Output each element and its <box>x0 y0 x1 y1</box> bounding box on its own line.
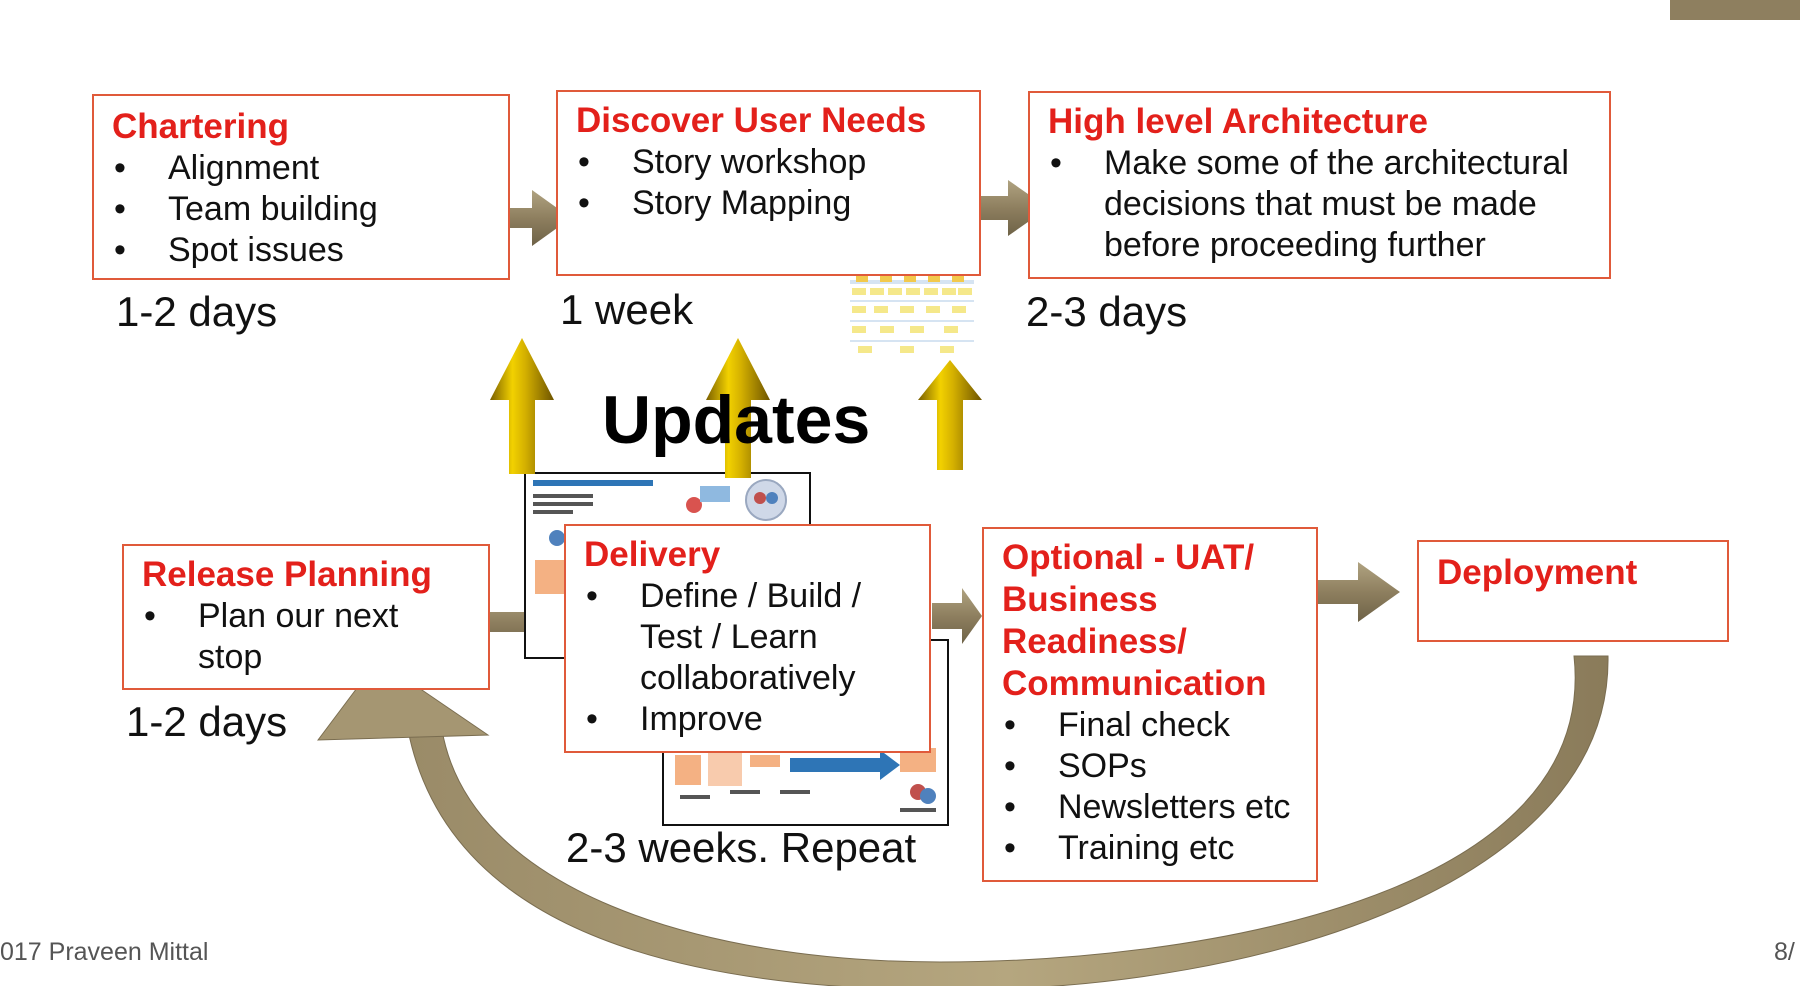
list-item: Define / Build / Test / Learn collaborat… <box>584 576 913 699</box>
up-arrow-icon <box>918 360 982 470</box>
chartering-box: Chartering Alignment Team building Spot … <box>92 94 510 280</box>
list-item: Final check <box>1002 705 1302 746</box>
list-item: Story Mapping <box>576 183 979 224</box>
copyright-footer: 017 Praveen Mittal <box>0 938 209 966</box>
chartering-duration: 1-2 days <box>116 288 278 335</box>
release-planning-duration: 1-2 days <box>126 698 288 745</box>
corner-bar <box>1670 0 1800 20</box>
release-planning-list: Plan our next stop <box>142 596 472 678</box>
list-item: Improve <box>584 699 913 740</box>
story-map-thumbnail <box>850 272 974 362</box>
high-level-architecture-list: Make some of the architectural decisions… <box>1048 143 1589 266</box>
list-item: Spot issues <box>112 230 508 271</box>
delivery-list: Define / Build / Test / Learn collaborat… <box>584 576 913 740</box>
list-item: Make some of the architectural decisions… <box>1048 143 1589 266</box>
list-item: Story workshop <box>576 142 979 183</box>
discover-user-needs-duration: 1 week <box>560 286 694 333</box>
delivery-title: Delivery <box>584 535 721 574</box>
discover-user-needs-box: Discover User Needs Story workshop Story… <box>556 90 981 276</box>
delivery-box: Delivery Define / Build / Test / Learn c… <box>564 524 931 753</box>
optional-uat-title: Optional - UAT/ Business Readiness/ Comm… <box>1002 538 1267 703</box>
updates-label: Updates <box>602 382 871 458</box>
page-number: 8/ <box>1774 938 1795 966</box>
list-item: Alignment <box>112 148 508 189</box>
optional-uat-box: Optional - UAT/ Business Readiness/ Comm… <box>982 527 1318 882</box>
chartering-title: Chartering <box>112 107 289 146</box>
list-item: Training etc <box>1002 828 1302 869</box>
right-arrow-icon <box>932 588 982 644</box>
list-item: Newsletters etc <box>1002 787 1302 828</box>
release-planning-title: Release Planning <box>142 555 432 594</box>
discover-user-needs-list: Story workshop Story Mapping <box>576 142 979 224</box>
list-item: Plan our next stop <box>142 596 472 678</box>
release-planning-box: Release Planning Plan our next stop <box>122 544 490 690</box>
deployment-box: Deployment <box>1417 540 1729 642</box>
right-arrow-icon <box>488 190 571 246</box>
deployment-title: Deployment <box>1437 553 1638 592</box>
list-item: Team building <box>112 189 508 230</box>
curved-return-arrowhead <box>316 659 490 741</box>
high-level-architecture-box: High level Architecture Make some of the… <box>1028 91 1611 279</box>
list-item: SOPs <box>1002 746 1302 787</box>
high-level-architecture-title: High level Architecture <box>1048 102 1428 141</box>
up-arrow-icon <box>706 338 770 478</box>
chartering-list: Alignment Team building Spot issues <box>112 148 508 271</box>
delivery-duration: 2-3 weeks. Repeat <box>566 824 917 871</box>
right-arrow-icon <box>966 180 1048 236</box>
up-arrow-icon <box>490 338 554 474</box>
right-arrow-icon <box>1318 562 1400 622</box>
discover-user-needs-title: Discover User Needs <box>576 101 927 140</box>
high-level-architecture-duration: 2-3 days <box>1026 288 1188 335</box>
optional-uat-list: Final check SOPs Newsletters etc Trainin… <box>1002 705 1302 869</box>
